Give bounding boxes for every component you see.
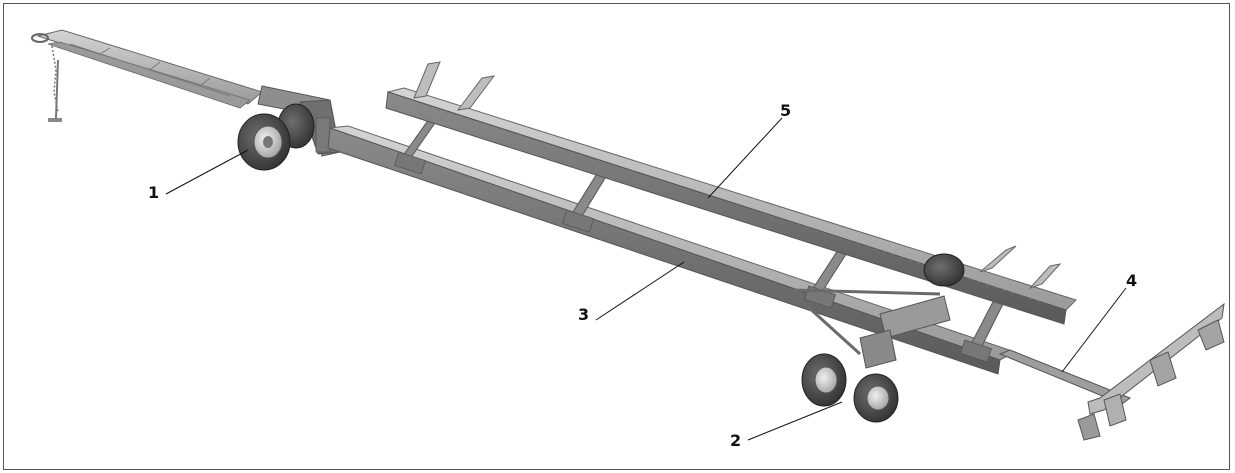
callout-2: 2 (730, 431, 741, 450)
leader-5 (707, 117, 783, 199)
callout-5: 5 (780, 101, 791, 120)
callout-1: 1 (148, 183, 159, 202)
rear-extension (998, 302, 1225, 441)
leader-lines (165, 117, 1127, 441)
leader-4 (1061, 287, 1127, 373)
drawbar (31, 29, 264, 122)
upper-rail (385, 87, 1077, 325)
leader-3 (595, 261, 685, 321)
rear-axle (791, 288, 951, 423)
leader-2 (747, 401, 843, 441)
main-beam (327, 125, 1017, 375)
rail-brackets (413, 61, 1062, 290)
leader-1 (165, 149, 249, 195)
callout-4: 4 (1126, 271, 1137, 290)
callout-3: 3 (578, 305, 589, 324)
rail-rear-wheel (923, 253, 965, 287)
front-wheel (237, 103, 315, 171)
callout-labels: 1 2 3 4 5 (148, 101, 1137, 450)
